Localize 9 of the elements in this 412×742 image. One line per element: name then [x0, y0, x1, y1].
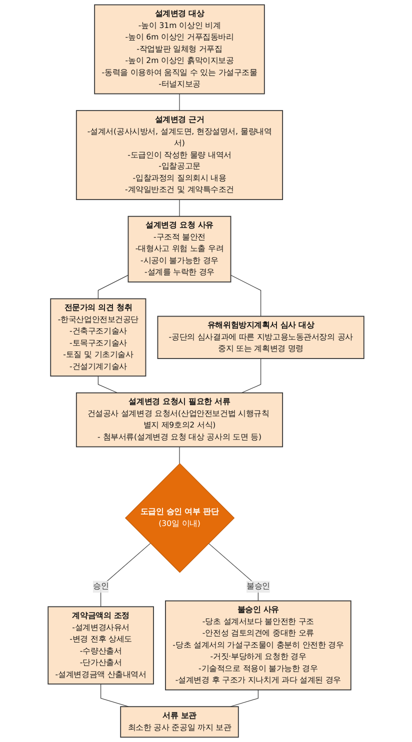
connector: [100, 543, 151, 607]
connector: [179, 199, 180, 217]
connector: [208, 543, 258, 602]
connector: [98, 274, 129, 300]
connector: [179, 94, 180, 111]
connector: [179, 446, 180, 464]
connector: [98, 376, 118, 394]
connector: [230, 690, 258, 707]
connector: [100, 684, 129, 707]
